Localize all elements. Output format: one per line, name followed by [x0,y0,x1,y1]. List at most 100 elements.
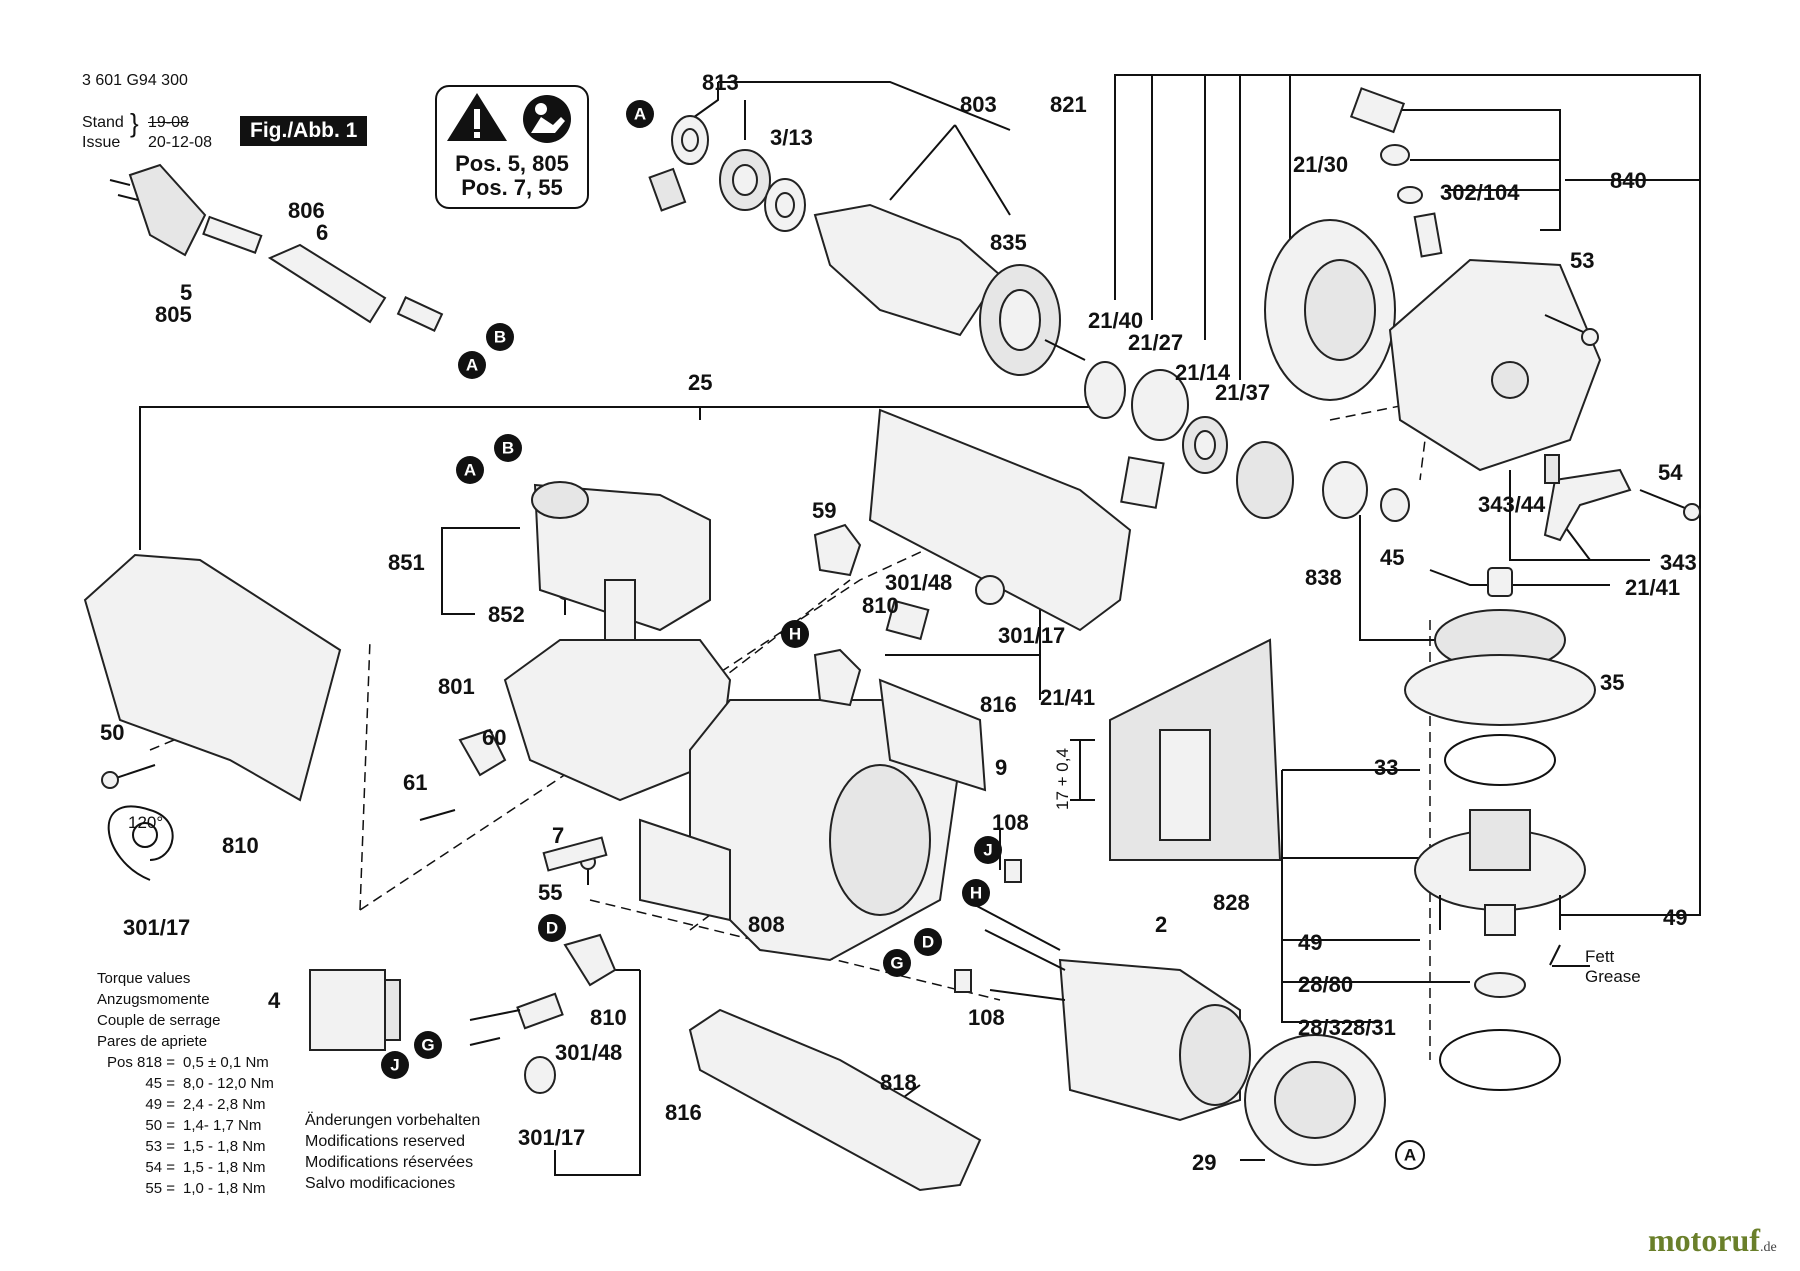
connector-j-108: J [974,836,1002,864]
issue-date: 20-12-08 [148,134,213,151]
bevel-gear [1404,567,1596,786]
torque-value: 2,4 - 2,8 Nm [183,1096,266,1113]
document-number: 3 601 G94 300 [82,72,188,89]
modification-notes: Änderungen vorbehalten Modifications res… [305,1110,480,1194]
label-301-17-left: 301/17 [123,915,190,940]
switch [531,481,711,641]
brand-name: motoruf [1648,1222,1760,1258]
torque-title-en: Torque values [97,970,191,987]
svg-text:A: A [466,356,478,375]
label-805: 805 [155,302,192,327]
torque-row: 45 =8,0 - 12,0 Nm [97,1073,297,1094]
note-en: Modifications reserved [305,1133,466,1150]
torque-value: 8,0 - 12,0 Nm [183,1075,274,1092]
label-301-48-bottom: 301/48 [555,1040,622,1065]
torque-title-fr: Couple de serrage [97,1012,221,1029]
label-21-30: 21/30 [1293,152,1348,177]
svg-text:J: J [983,841,992,860]
label-3-13: 3/13 [770,125,813,150]
svg-text:A: A [634,105,646,124]
label-301-48-top: 301/48 [885,570,952,595]
torque-value: 1,0 - 1,8 Nm [183,1180,266,1197]
label-301-17-top: 301/17 [998,623,1065,648]
fan-baffle [1244,1034,1386,1166]
torque-pos: 50 = [145,1117,175,1134]
torque-value: 1,5 - 1,8 Nm [183,1138,266,1155]
gear-head-housing [1349,87,1602,472]
label-803: 803 [960,92,997,117]
torque-row: 55 = 1,0 - 1,8 Nm [97,1178,297,1199]
figure-title: Fig./Abb. 1 [240,116,368,146]
label-49-right: 49 [1663,905,1687,930]
label-29: 29 [1192,1150,1216,1175]
rear-cover [83,553,342,802]
dimension-label: 17 + 0,4 [1053,748,1072,810]
power-plug [109,163,263,257]
connector-a-plug: A [458,351,486,379]
brush-holders [419,523,1005,1094]
rings [1084,361,1294,519]
label-2: 2 [1155,912,1167,937]
warning-icons [447,93,571,143]
connector-h-108: H [962,879,990,907]
label-810-bottom: 810 [590,1005,627,1030]
connector-d-108: D [914,928,942,956]
label-301-17-bottom: 301/17 [518,1125,585,1150]
connector-a-stator: A [1395,1140,1425,1170]
stator [954,859,1251,1122]
svg-text:B: B [494,328,506,347]
svg-text:J: J [390,1056,399,1075]
label-21-41-right: 21/41 [1625,575,1680,600]
brace: } [130,108,139,138]
label-808: 808 [748,912,785,937]
label-53: 53 [1570,248,1594,273]
note-de: Änderungen vorbehalten [305,1112,481,1129]
svg-text:D: D [922,933,934,952]
motor-housing [503,639,962,962]
label-21-14: 21/14 [1175,360,1231,385]
connector-h-brush: H [781,620,809,648]
torque-pos: 55 = [145,1180,175,1197]
brand-tld: .de [1759,1240,1777,1255]
spindle-flange [1414,809,1586,1091]
connector-b-switch: B [494,434,522,462]
label-59: 59 [812,498,836,523]
torque-values: Torque values Anzugsmomente Couple de se… [97,968,297,1199]
torque-title-es: Pares de apriete [97,1033,208,1050]
bearing-flange [1264,219,1396,401]
part-labels: 813 803 821 3/13 835 806 6 5 805 21/30 3… [100,70,1697,1175]
label-21-27: 21/27 [1128,330,1183,355]
connector-g-module: G [414,1031,442,1059]
torque-title-de: Anzugsmomente [97,991,210,1008]
label-816-bottom: 816 [665,1100,702,1125]
torque-row: Pos 818 =0,5 ± 0,1 Nm [97,1052,297,1073]
label-816-top: 816 [980,692,1017,717]
torque-pos: Pos 818 = [107,1054,175,1071]
svg-text:G: G [421,1036,434,1055]
label-28-328-31: 28/328/31 [1298,1015,1396,1040]
connector-d-brush: D [538,914,566,942]
label-9: 9 [995,755,1007,780]
label-813: 813 [702,70,739,95]
spindle-lock [1322,454,1632,542]
label-7: 7 [552,823,564,848]
electronic-module [309,969,401,1051]
connector-markers: A B A B A H J H D G D G J A [381,100,1425,1170]
brand-logo: motoruf.de [1648,1222,1777,1259]
connector-a-top: A [626,100,654,128]
svg-text:H: H [970,884,982,903]
note-es: Salvo modificaciones [305,1175,456,1192]
connector-a-switch: A [456,456,484,484]
svg-text:H: H [789,625,801,644]
label-6: 6 [316,220,328,245]
armature [813,203,1086,376]
label-343-44: 343/44 [1478,492,1546,517]
label-60: 60 [482,725,506,750]
warning-line-2: Pos. 7, 55 [461,175,563,200]
stand-label: Stand [82,114,124,131]
svg-text:B: B [502,439,514,458]
note-fr: Modifications réservées [305,1154,474,1171]
label-840: 840 [1610,168,1647,193]
label-33: 33 [1374,755,1398,780]
label-61: 61 [403,770,427,795]
